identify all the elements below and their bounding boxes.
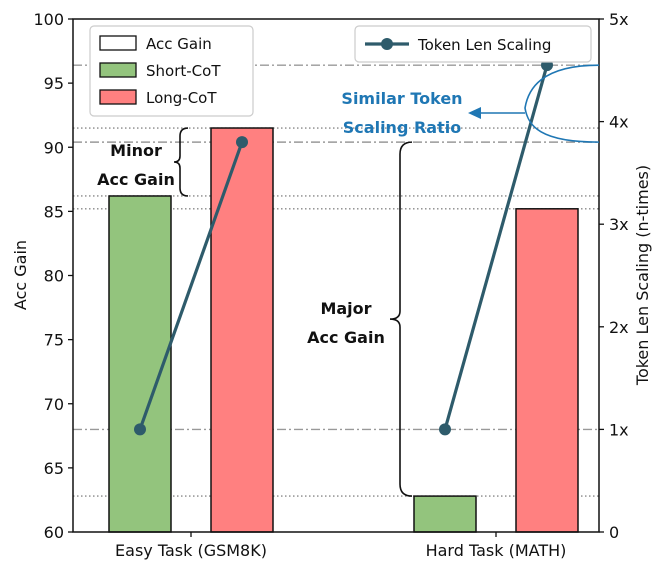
x-axis-ticks: Easy Task (GSM8K) Hard Task (MATH) xyxy=(115,532,566,560)
y-tick-label: 90 xyxy=(44,138,64,157)
y-tick-label: 65 xyxy=(44,459,64,478)
token-len-line xyxy=(138,141,244,430)
bar-long-cot xyxy=(515,208,579,533)
major-gain-brace xyxy=(389,141,413,497)
legend-line-label: Token Len Scaling xyxy=(417,36,551,54)
legend-label: Short-CoT xyxy=(146,62,221,80)
legend-swatch xyxy=(99,62,137,78)
x-tick-label: Easy Task (GSM8K) xyxy=(115,541,267,560)
y-tick-label: 70 xyxy=(44,395,64,414)
bar-long-cot xyxy=(210,127,274,533)
major-gain-label: Major xyxy=(320,299,371,318)
y-tick-label: 95 xyxy=(44,74,64,93)
token-len-lines xyxy=(134,59,553,436)
y2-tick-label: 2x xyxy=(609,318,629,337)
x-tick-label: Hard Task (MATH) xyxy=(426,541,567,560)
legend-line-marker xyxy=(381,38,393,50)
y-axis-label: Acc Gain xyxy=(11,240,30,310)
y-tick-label: 75 xyxy=(44,331,64,350)
left-axis-ticks: 60 65 70 75 80 85 90 95 100 xyxy=(33,10,73,542)
similar-ratio-bracket xyxy=(524,64,600,143)
y2-tick-label: 3x xyxy=(609,215,629,234)
major-gain-label: Acc Gain xyxy=(307,328,385,347)
minor-gain-brace xyxy=(173,127,189,197)
token-len-point xyxy=(439,423,451,436)
similar-ratio-arrowhead xyxy=(468,107,481,119)
right-axis-ticks: 0 1x 2x 3x 4x 5x xyxy=(599,10,629,542)
y2-tick-label: 5x xyxy=(609,10,629,29)
token-len-point xyxy=(134,423,146,436)
y-tick-label: 100 xyxy=(33,10,64,29)
y2-tick-label: 4x xyxy=(609,113,629,132)
legend-swatch xyxy=(99,89,137,105)
legend-label: Long-CoT xyxy=(146,89,217,107)
bar-short-cot xyxy=(413,495,477,533)
y2-axis-label: Token Len Scaling (n-times) xyxy=(633,165,652,386)
legend-swatch xyxy=(99,35,137,51)
token-len-point xyxy=(236,136,248,149)
bars xyxy=(108,127,579,533)
y2-tick-label: 0 xyxy=(609,523,619,542)
y-tick-label: 60 xyxy=(44,523,64,542)
bar-short-cot xyxy=(108,195,172,533)
legend-label: Acc Gain xyxy=(146,35,212,53)
y-tick-label: 80 xyxy=(44,267,64,286)
minor-gain-label: Minor xyxy=(110,141,162,160)
token-len-line xyxy=(443,64,549,430)
legend-box-line xyxy=(354,25,592,63)
minor-gain-label: Acc Gain xyxy=(97,170,175,189)
similar-ratio-label: Scaling Ratio xyxy=(343,118,461,137)
y-tick-label: 85 xyxy=(44,202,64,221)
y2-tick-label: 1x xyxy=(609,420,629,439)
similar-ratio-label: Similar Token xyxy=(341,89,462,108)
